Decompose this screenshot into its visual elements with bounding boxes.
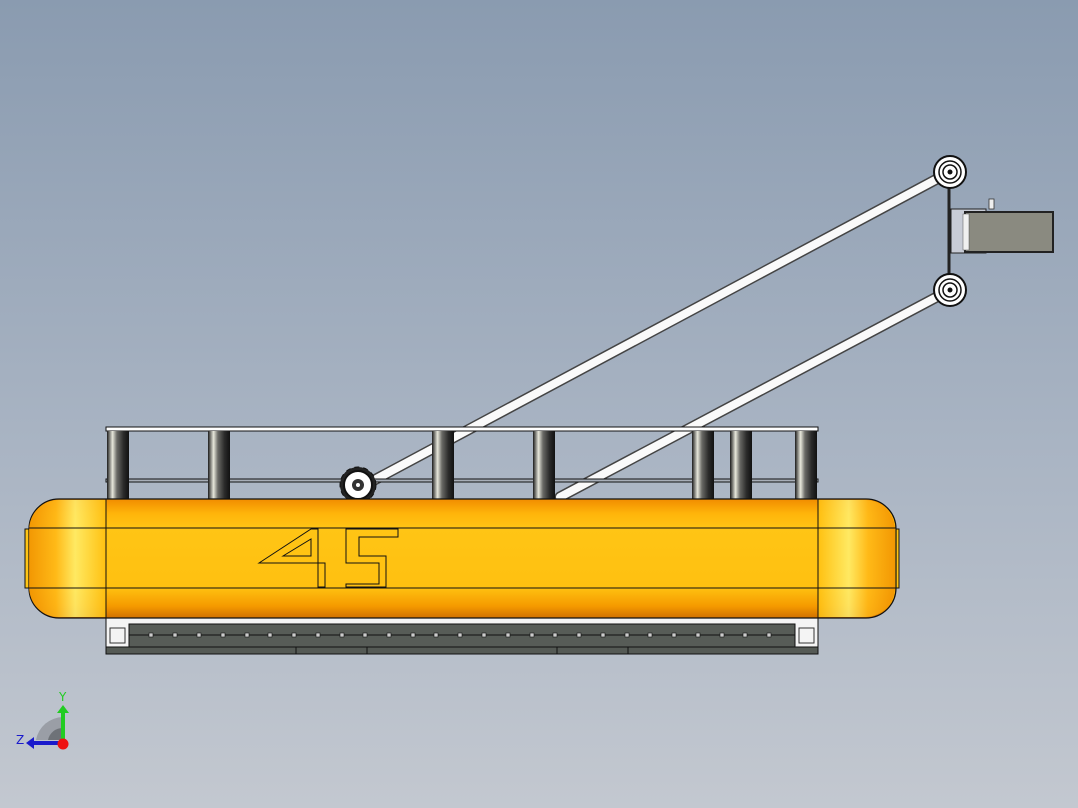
arm-head-assembly[interactable] (933, 155, 1054, 307)
z-axis-label: Z (16, 733, 24, 747)
gear-sprocket[interactable] (339, 466, 377, 504)
hull-marking (257, 528, 399, 588)
pulley-top (933, 155, 967, 189)
pulley-bottom (933, 273, 967, 307)
x-axis-point (57, 738, 69, 750)
bottom-frame[interactable] (105, 613, 819, 655)
y-axis-label: Y (58, 690, 67, 704)
pontoon-hull[interactable] (24, 498, 900, 619)
lower-arm[interactable] (554, 284, 956, 503)
axis-triad: Y Z (16, 690, 69, 750)
posts (107, 431, 817, 501)
upper-arm[interactable] (359, 166, 956, 491)
railing[interactable] (105, 426, 819, 501)
